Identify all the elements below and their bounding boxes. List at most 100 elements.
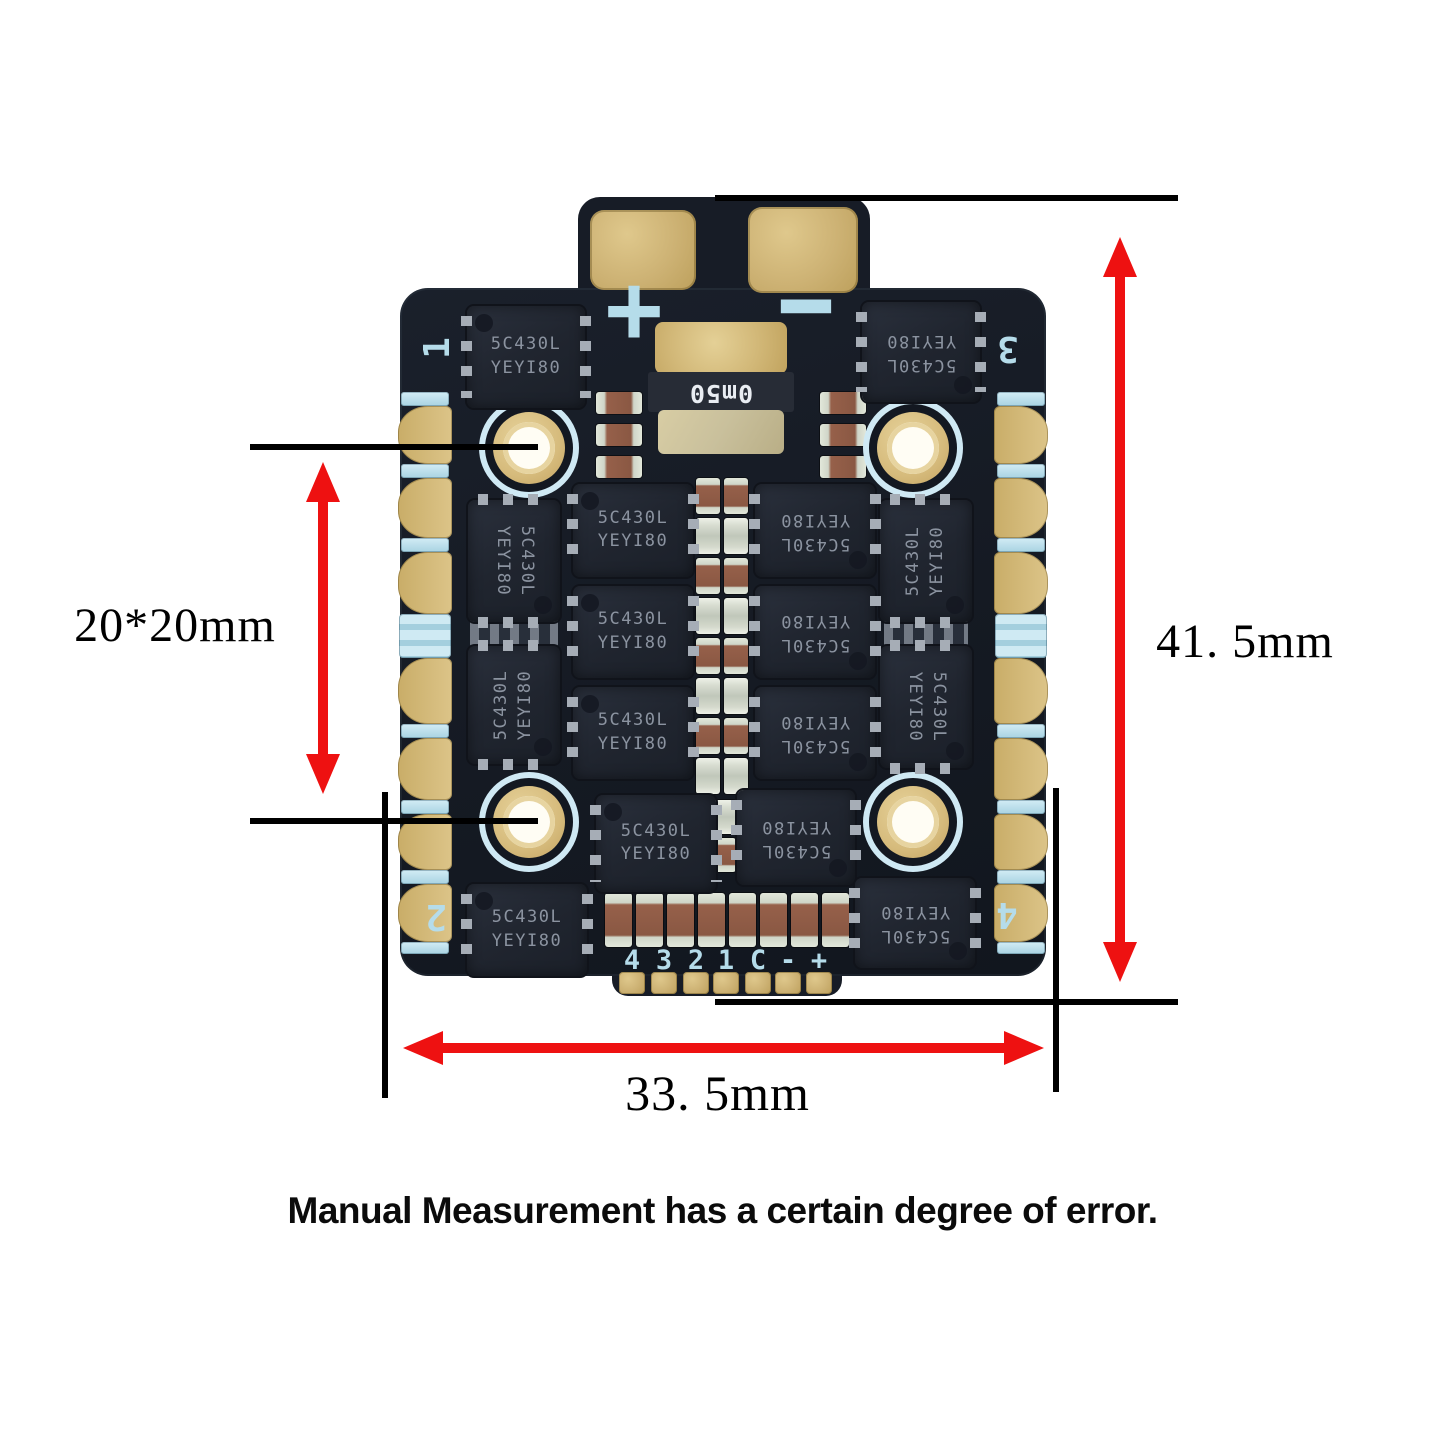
bottom-connector-pad xyxy=(683,972,709,994)
hole-bore xyxy=(887,422,939,474)
capacitor xyxy=(724,678,748,714)
capacitor xyxy=(696,758,720,794)
chip-marking-line2: YEYI80 xyxy=(760,816,832,837)
arrow-shaft xyxy=(318,494,328,762)
capacitor xyxy=(820,424,866,446)
capacitor xyxy=(698,893,725,947)
chip-pins xyxy=(688,596,699,668)
chip-marking-line1: 5C430L xyxy=(597,710,669,731)
capacitor xyxy=(724,518,748,554)
bottom-connector-pad xyxy=(619,972,645,994)
capacitor xyxy=(724,558,748,594)
battery-pad-negative xyxy=(748,207,858,293)
pin1-marker xyxy=(829,859,847,877)
chip-pins xyxy=(590,805,601,882)
edge-tinned-strip xyxy=(997,870,1045,884)
minus-silkscreen-label: - xyxy=(756,245,856,357)
edge-tinned-strip xyxy=(997,724,1045,738)
chip-marking: 5C430L YEYI80 xyxy=(573,709,693,757)
dim-line-right-vertical xyxy=(1053,788,1059,1092)
shunt-solder-pad-bottom xyxy=(658,410,784,454)
bottom-connector-pad xyxy=(651,972,677,994)
bottom-pad-label: + xyxy=(810,945,828,976)
chip-marking-line1: 5C430L xyxy=(885,354,957,375)
motor-solder-pad xyxy=(994,814,1048,870)
capacitor xyxy=(605,893,632,947)
motor-solder-pad xyxy=(398,552,452,614)
motor-number-4: 4 xyxy=(996,894,1018,935)
chip-marking-line2: YEYI80 xyxy=(905,671,925,743)
capacitor xyxy=(791,893,818,947)
bottom-pad-label: 3 xyxy=(655,945,673,976)
chip-pins xyxy=(461,316,472,398)
motor-number-1: 1 xyxy=(417,337,458,359)
chip-pins xyxy=(890,640,962,651)
hole-gold-ring xyxy=(877,786,949,858)
chip-pins xyxy=(870,697,881,769)
capacitor xyxy=(596,424,642,446)
chip-pins xyxy=(478,640,550,651)
chip-pins xyxy=(890,763,962,774)
dim-line-hole-top xyxy=(250,444,538,450)
chip-pins xyxy=(749,494,760,567)
chip-marking-line2: YEYI80 xyxy=(491,931,563,951)
chip-marking-line2: YEYI80 xyxy=(490,358,562,378)
chip-marking-line1: 5C430L xyxy=(779,735,851,756)
capacitor xyxy=(820,456,866,478)
pin1-marker xyxy=(534,738,552,756)
chip-marking-line1: 5C430L xyxy=(620,820,692,841)
chip-pins xyxy=(567,494,578,567)
capacitor xyxy=(696,598,720,634)
chip-pins xyxy=(890,617,962,628)
capacitor xyxy=(696,478,720,514)
mounting-hole-top-right xyxy=(863,398,963,498)
capacitor xyxy=(724,758,748,794)
bottom-pad-label: 4 xyxy=(623,945,641,976)
chip-pins xyxy=(856,312,867,392)
motor-solder-pad xyxy=(994,552,1048,614)
edge-tinned-strip xyxy=(997,538,1045,552)
pin1-marker xyxy=(849,753,867,771)
capacitor xyxy=(822,893,849,947)
chip-marking-line1: 5C430L xyxy=(597,609,669,630)
pin1-marker xyxy=(581,492,599,510)
chip-marking-line2: YEYI80 xyxy=(620,844,692,865)
chip-marking-line2: YEYI80 xyxy=(515,669,535,741)
chip-pins xyxy=(582,894,593,966)
bottom-pad-label: - xyxy=(779,945,797,976)
motor-solder-pad xyxy=(994,738,1048,800)
edge-tinned-strip xyxy=(997,464,1045,478)
capacitor xyxy=(724,598,748,634)
chip-pins xyxy=(567,596,578,668)
capacitor xyxy=(724,638,748,674)
chip-marking-line2: YEYI80 xyxy=(597,734,669,754)
chip-marking-line1: 5C430L xyxy=(491,907,563,928)
chip-pins xyxy=(970,888,981,958)
capacitor xyxy=(696,638,720,674)
arrowhead-down xyxy=(306,754,340,794)
edge-tinned-strip xyxy=(401,724,449,738)
edge-tinned-strip xyxy=(401,942,449,954)
chip-marking-line1: 5C430L xyxy=(597,507,669,528)
mosfet-chip: 5C430L YEYI80 xyxy=(567,687,699,779)
chip-pins xyxy=(849,888,860,958)
plus-silkscreen-label: + xyxy=(605,253,663,365)
pin1-marker xyxy=(949,942,967,960)
bottom-connector-pad xyxy=(713,972,739,994)
motor-number-2: 2 xyxy=(425,896,447,937)
chip-marking-line1: 5C430L xyxy=(879,925,951,946)
motor-solder-pad xyxy=(994,406,1048,464)
chip-pins xyxy=(711,805,722,882)
chip-marking-line2: YEYI80 xyxy=(779,712,851,732)
